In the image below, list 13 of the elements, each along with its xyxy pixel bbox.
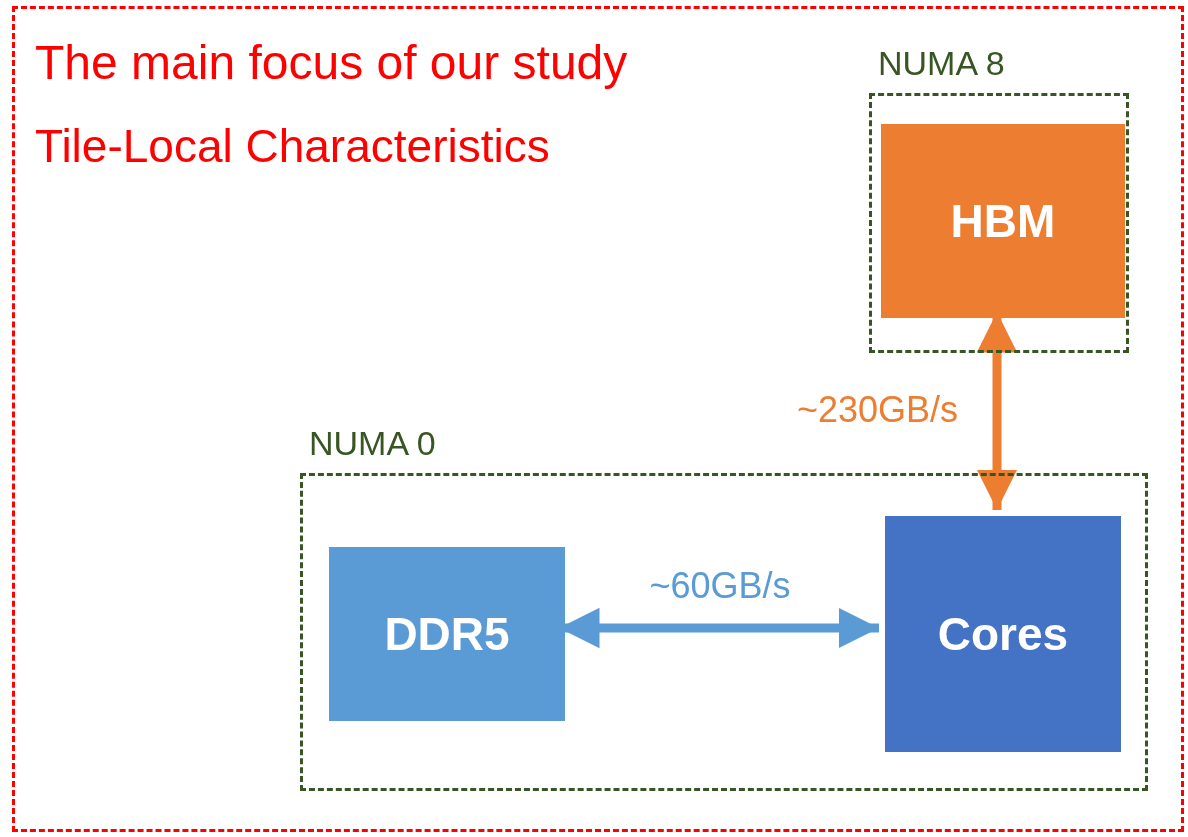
focus-frame — [12, 6, 1184, 832]
block-label: DDR5 — [384, 611, 510, 657]
numa-label: NUMA 8 — [878, 46, 1005, 80]
edge-label: ~230GB/s — [795, 392, 960, 428]
edge-label: ~60GB/s — [648, 568, 792, 604]
frame-subtitle: Tile-Local Characteristics — [35, 123, 550, 169]
frame-title: The main focus of our study — [35, 39, 628, 87]
memory-block — [885, 516, 1121, 752]
memory-block — [881, 124, 1125, 318]
numa-label: NUMA 0 — [309, 426, 436, 460]
memory-block — [329, 547, 565, 721]
block-label: Cores — [937, 611, 1069, 657]
block-label: HBM — [950, 198, 1056, 244]
